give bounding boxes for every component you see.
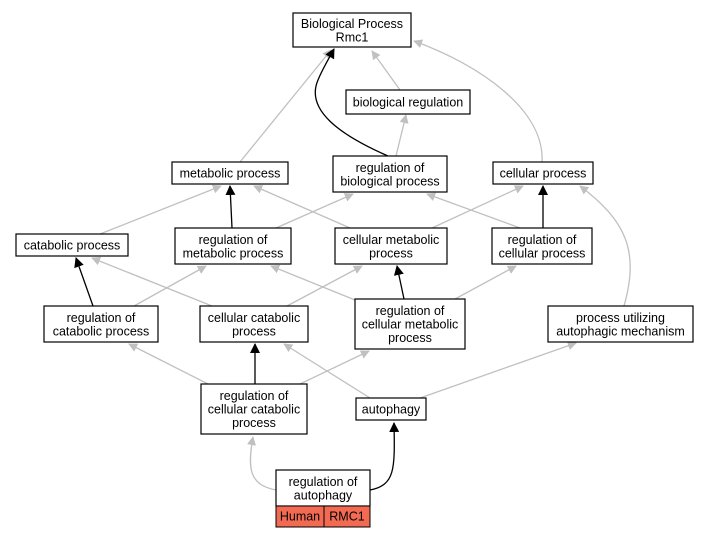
node-label-line: cellular process bbox=[499, 246, 586, 260]
edge-pam-cell bbox=[579, 185, 631, 307]
node-box bbox=[492, 161, 594, 185]
node-box bbox=[275, 469, 371, 507]
node-box bbox=[174, 227, 292, 265]
node-label-line: regulation of bbox=[376, 304, 445, 318]
node-label-line: process bbox=[232, 324, 276, 338]
edge-raut-auto bbox=[369, 422, 400, 491]
edge-rccat-rcmet bbox=[299, 350, 370, 385]
node-label-line: metabolic process bbox=[183, 246, 284, 260]
node-label-line: cellular metabolic bbox=[343, 233, 440, 247]
edge-rcat-cat bbox=[74, 257, 94, 307]
node-label-line: regulation of bbox=[199, 233, 268, 247]
node-cell[interactable]: cellular process bbox=[492, 161, 594, 185]
edge-ccat-cat bbox=[91, 256, 213, 307]
edge-cmet-cell bbox=[431, 185, 524, 229]
node-label-line: regulation of bbox=[220, 389, 289, 403]
edge-rcmet-cmet bbox=[393, 265, 405, 300]
species-tag: Human bbox=[280, 510, 320, 524]
node-box bbox=[355, 397, 427, 421]
node-label-line: regulation of bbox=[508, 233, 577, 247]
node-box bbox=[345, 89, 471, 115]
node-box bbox=[332, 155, 448, 193]
node-label-line: regulation of bbox=[289, 475, 358, 489]
edges-layer bbox=[74, 39, 631, 491]
gene-tag-box bbox=[323, 505, 371, 528]
node-label-line: metabolic process bbox=[180, 167, 281, 181]
node-box bbox=[43, 305, 159, 343]
node-label-line: Rmc1 bbox=[336, 30, 369, 44]
node-label-line: autophagy bbox=[294, 488, 353, 502]
node-label-line: catabolic process bbox=[24, 239, 121, 253]
edge-rccat-rcat bbox=[128, 343, 209, 385]
node-label-line: cellular catabolic bbox=[208, 311, 300, 325]
edge-ccat-cmet bbox=[286, 265, 363, 307]
gene-tag: RMC1 bbox=[329, 510, 364, 524]
edge-cat-met bbox=[99, 184, 222, 235]
edge-rcmet-rmet bbox=[270, 264, 356, 301]
node-label-line: autophagy bbox=[362, 403, 421, 417]
node-box bbox=[491, 227, 593, 265]
node-label-line: autophagic mechanism bbox=[556, 324, 685, 338]
node-box bbox=[354, 298, 466, 350]
node-box bbox=[292, 12, 412, 48]
node-label-line: biological regulation bbox=[353, 96, 464, 110]
edge-cmet-met bbox=[253, 185, 351, 229]
node-label-line: process bbox=[388, 331, 432, 345]
node-box bbox=[199, 305, 309, 343]
node-label-line: cellular catabolic bbox=[208, 403, 300, 417]
edge-breg-bp bbox=[371, 50, 401, 91]
node-label-line: regulation of bbox=[356, 161, 425, 175]
node-label-line: Biological Process bbox=[301, 17, 403, 31]
node-label-line: process bbox=[232, 416, 276, 430]
node-breg[interactable]: biological regulation bbox=[345, 89, 471, 115]
node-label-line: catabolic process bbox=[53, 324, 150, 338]
node-box bbox=[547, 305, 694, 343]
node-box bbox=[15, 233, 129, 257]
edge-rcat-rmet bbox=[133, 265, 207, 307]
edge-rmet-rbp bbox=[275, 193, 354, 229]
edge-met-bp bbox=[239, 49, 332, 163]
node-label-line: regulation of bbox=[67, 311, 136, 325]
node-label-line: biological process bbox=[340, 174, 439, 188]
node-box bbox=[334, 227, 448, 265]
edge-auto-ccat bbox=[283, 343, 371, 399]
node-label-line: cellular process bbox=[500, 167, 587, 181]
edge-rbp-bp bbox=[314, 48, 389, 157]
node-met[interactable]: metabolic process bbox=[171, 161, 289, 185]
node-box bbox=[200, 383, 308, 435]
edge-rbp-breg bbox=[395, 114, 409, 157]
node-cat[interactable]: catabolic process bbox=[15, 233, 129, 257]
edge-auto-pam bbox=[419, 341, 577, 399]
node-box bbox=[171, 161, 289, 185]
edge-raut-rccat bbox=[247, 436, 277, 491]
node-label-line: process utilizing bbox=[576, 311, 665, 325]
node-label-line: process bbox=[369, 246, 413, 260]
node-auto[interactable]: autophagy bbox=[355, 397, 427, 421]
edge-rcmet-rcell bbox=[454, 265, 517, 300]
node-label-line: cellular metabolic bbox=[362, 318, 459, 332]
edge-rcell-rbp bbox=[426, 192, 521, 229]
gene-tags: Human RMC1 bbox=[275, 505, 371, 528]
edge-cell-bp bbox=[413, 39, 543, 163]
edge-rmet-met bbox=[225, 185, 236, 229]
